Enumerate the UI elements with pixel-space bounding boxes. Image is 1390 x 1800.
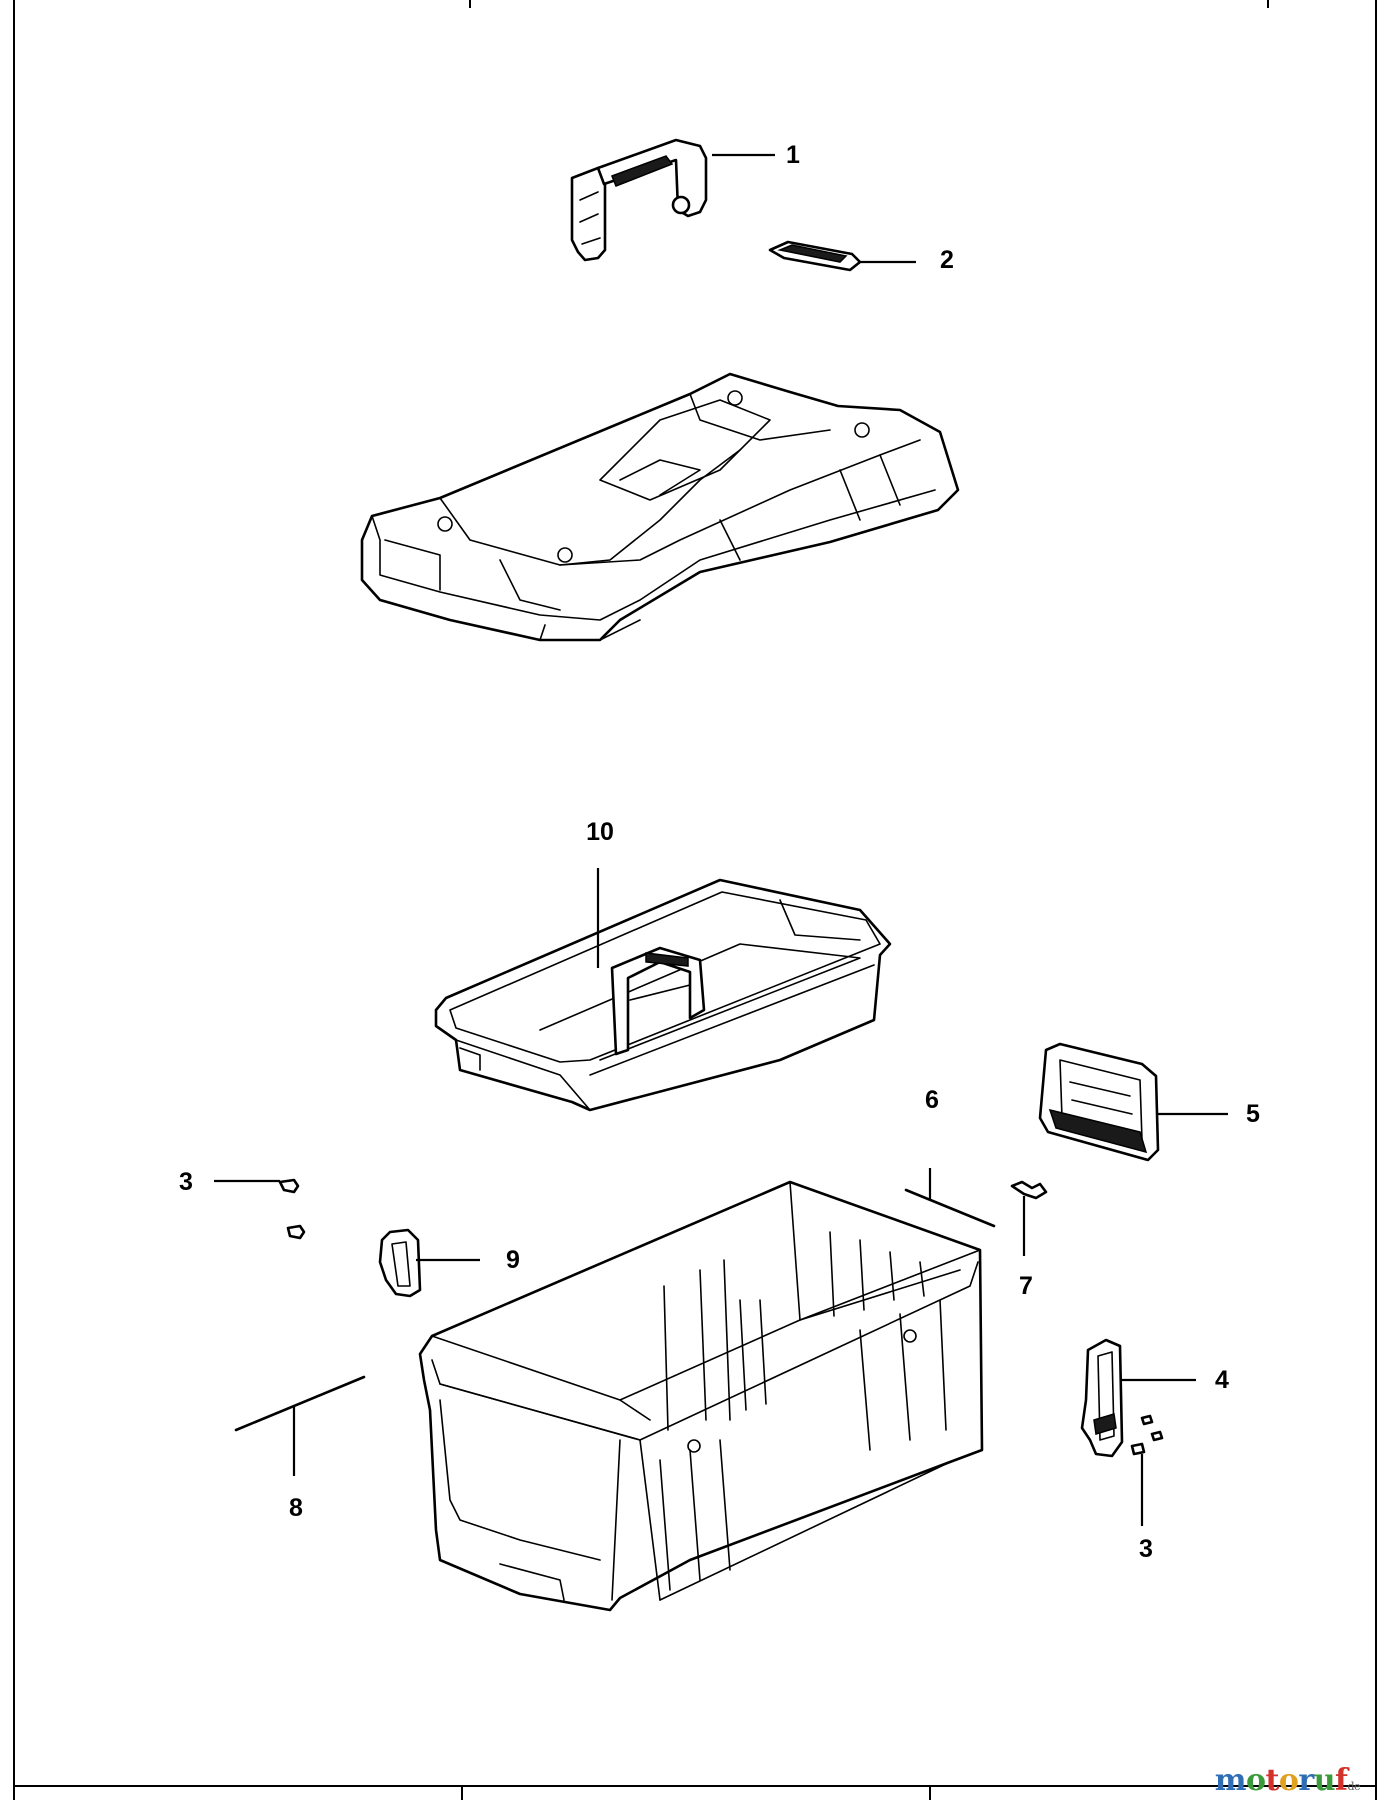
callout-4: 4	[1215, 1366, 1229, 1394]
part-latch-cap	[378, 1228, 422, 1298]
watermark-letter: f	[1335, 1763, 1348, 1798]
watermark-letter: m	[1214, 1763, 1247, 1798]
watermark-letter: t	[1265, 1763, 1280, 1798]
callout-1: 1	[786, 141, 800, 169]
watermark-letter: u	[1313, 1763, 1336, 1798]
page-frame	[13, 0, 1377, 1800]
part-spring	[1010, 1180, 1048, 1200]
part-lid-handle	[570, 138, 708, 262]
watermark-letter: o	[1246, 1763, 1266, 1798]
callout-2: 2	[940, 246, 954, 274]
watermark-letter: o	[1278, 1763, 1299, 1798]
callout-5: 5	[1246, 1100, 1260, 1128]
part-handle-clip	[768, 240, 862, 272]
callout-7: 7	[1019, 1272, 1033, 1300]
callout-3-lower: 3	[1139, 1535, 1153, 1563]
callout-10: 10	[586, 818, 614, 846]
callout-8: 8	[289, 1494, 303, 1522]
part-side-handle	[1038, 1042, 1160, 1162]
part-tote-tray	[434, 878, 892, 1112]
callout-labels: 1 2 3 3 4 5 6 7 8 9 10	[179, 141, 1260, 1563]
leader-lines	[214, 153, 1228, 1526]
watermark-tld: de	[1347, 1780, 1360, 1793]
part-long-pin	[234, 1375, 366, 1432]
part-hinge-pin	[904, 1188, 996, 1228]
callout-9: 9	[506, 1246, 520, 1274]
part-base-box	[418, 1180, 984, 1612]
callout-3-upper: 3	[179, 1168, 193, 1196]
part-screw-upper	[278, 1178, 306, 1240]
watermark-logo: motorufde	[1214, 1763, 1361, 1798]
part-side-latch	[1080, 1338, 1164, 1458]
callout-6: 6	[925, 1086, 939, 1114]
part-lid	[360, 372, 960, 642]
watermark-letter: r	[1298, 1763, 1314, 1798]
